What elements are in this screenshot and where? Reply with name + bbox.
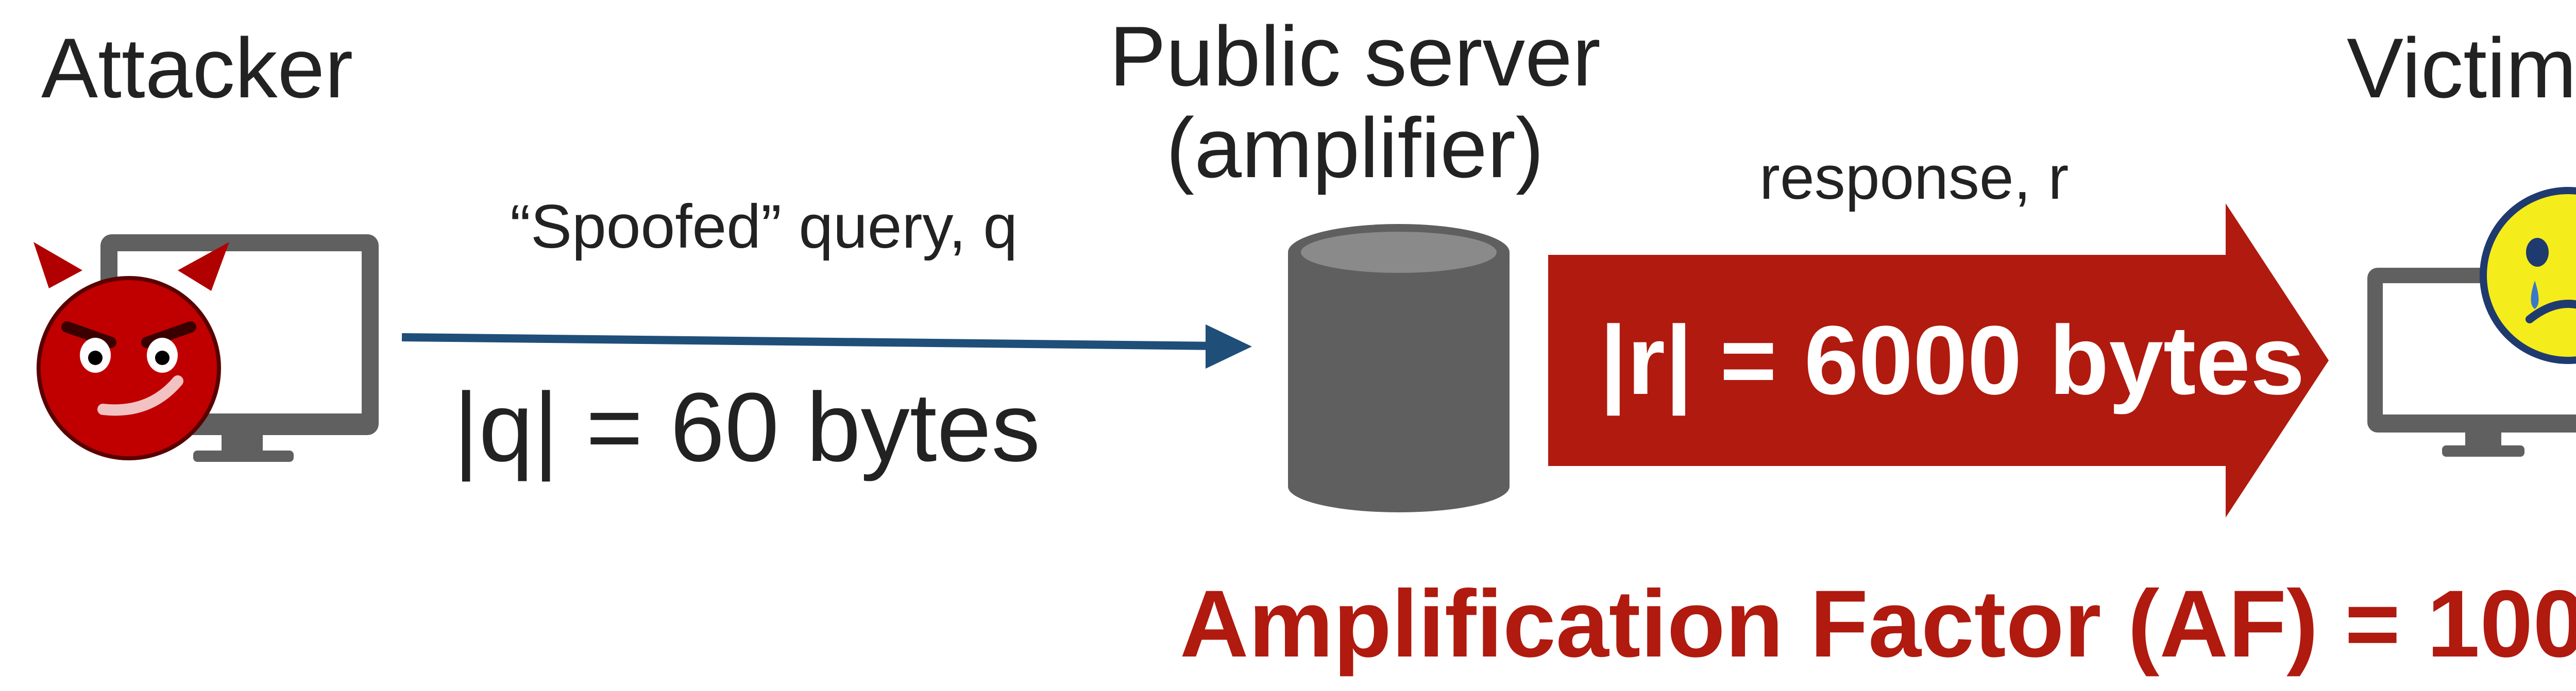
query-label: “Spoofed” query, q [510, 192, 1018, 261]
query-size-label: |q| = 60 bytes [453, 373, 1041, 482]
amplification-factor-label: Amplification Factor (AF) = 100 X [1180, 571, 2576, 677]
attacker-label: Attacker [41, 21, 353, 115]
response-size-label: |r| = 6000 bytes [1600, 306, 2305, 415]
sad-face-emoji-icon [2480, 187, 2576, 364]
devil-emoji-icon [33, 242, 229, 460]
server-label: Public server (amplifier) [1072, 10, 1638, 194]
victim-label: Victim [2347, 21, 2576, 115]
response-arrow [1548, 203, 2329, 517]
database-cylinder-icon [1288, 224, 1510, 512]
response-label: response, r [1759, 143, 2069, 212]
server-label-line1: Public server [1109, 9, 1601, 103]
server-label-line2: (amplifier) [1166, 100, 1544, 196]
query-arrow [401, 324, 1252, 369]
